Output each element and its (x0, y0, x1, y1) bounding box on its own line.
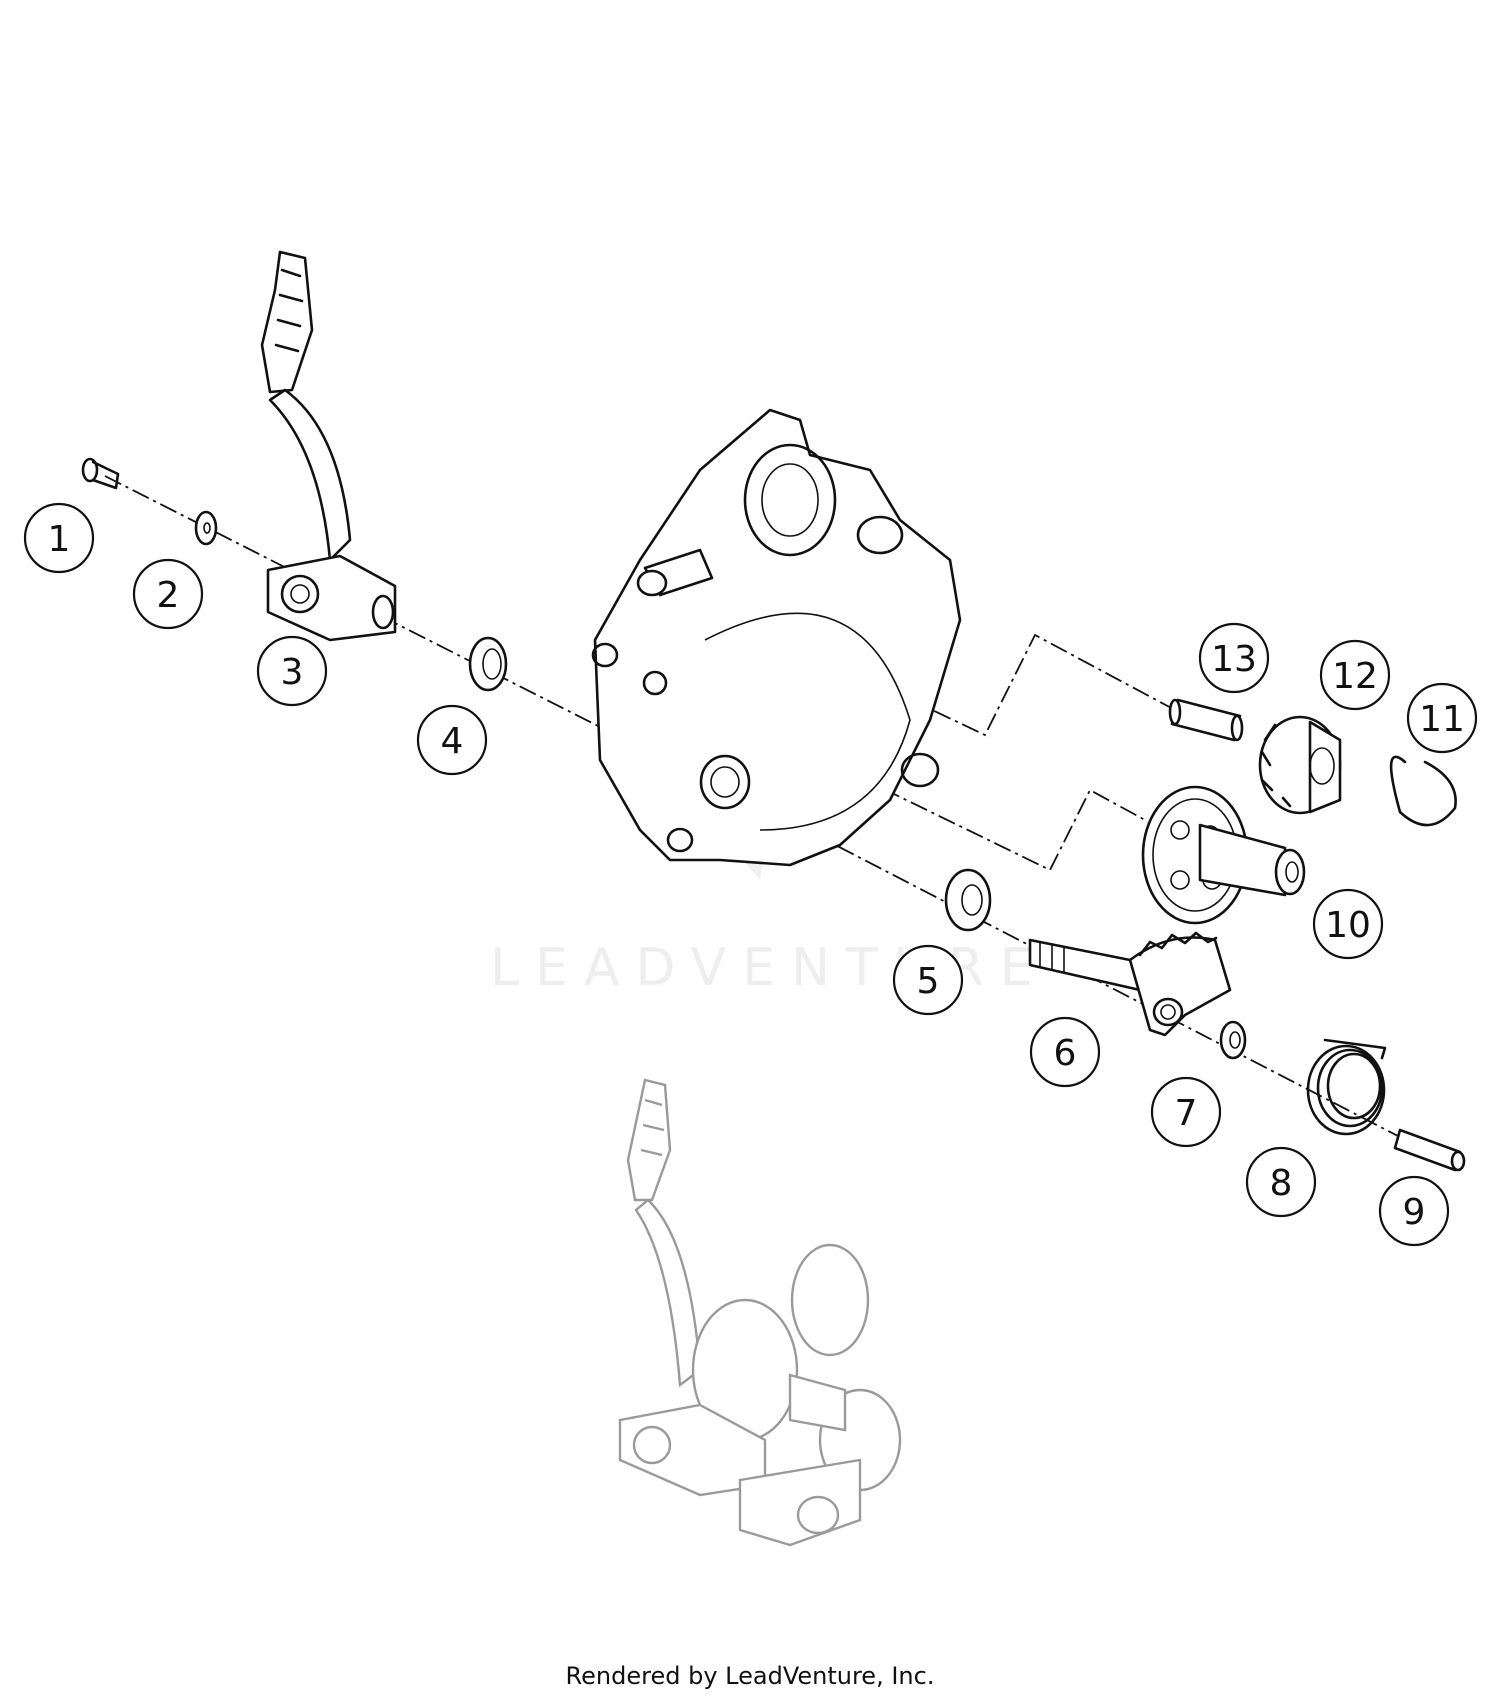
callout-4-label: 4 (441, 721, 464, 762)
part-kick-starter-lever (260, 250, 397, 642)
callout-7: 7 (1150, 1076, 1222, 1148)
part-shaft-seal-ring (468, 636, 508, 692)
callout-2-label: 2 (157, 575, 180, 616)
callout-9-label: 9 (1403, 1192, 1426, 1233)
part-bolt (81, 457, 120, 490)
callout-5: 5 (892, 944, 964, 1016)
part-circlip (1389, 755, 1457, 827)
callout-10: 10 (1312, 888, 1384, 960)
part-washer-small (1219, 1020, 1247, 1060)
part-side-cover (591, 408, 962, 867)
callout-13: 13 (1198, 622, 1270, 694)
callout-9: 9 (1378, 1175, 1450, 1247)
part-washer (194, 510, 218, 546)
callout-11-label: 11 (1419, 699, 1465, 740)
callout-8-label: 8 (1270, 1163, 1293, 1204)
callout-3-label: 3 (281, 652, 304, 693)
callout-8: 8 (1245, 1146, 1317, 1218)
callout-13-label: 13 (1211, 639, 1257, 680)
callout-11: 11 (1406, 682, 1478, 754)
part-intermediate-gear (1141, 785, 1306, 925)
callout-6-label: 6 (1054, 1033, 1077, 1074)
callout-6: 6 (1029, 1016, 1101, 1088)
callout-10-label: 10 (1325, 905, 1371, 946)
callout-4: 4 (416, 704, 488, 776)
callout-1-label: 1 (48, 519, 71, 560)
callout-12: 12 (1319, 639, 1391, 711)
callout-7-label: 7 (1175, 1093, 1198, 1134)
part-kick-starter-shaft (1028, 931, 1232, 1037)
footer-credit: Rendered by LeadVenture, Inc. (566, 1662, 935, 1690)
part-kick-starter-gear (1258, 715, 1342, 815)
callout-2: 2 (132, 558, 204, 630)
callout-12-label: 12 (1332, 656, 1378, 697)
callout-3: 3 (256, 635, 328, 707)
callout-5-label: 5 (917, 961, 940, 1002)
part-torsion-spring (1306, 1038, 1387, 1136)
part-pin (1393, 1128, 1466, 1172)
callout-1: 1 (23, 502, 95, 574)
part-washer-large (944, 868, 992, 932)
assembled-reference-view (618, 1078, 902, 1547)
watermark-text: LEADVENTURE (490, 938, 1049, 998)
part-spacer-sleeve (1168, 698, 1244, 742)
